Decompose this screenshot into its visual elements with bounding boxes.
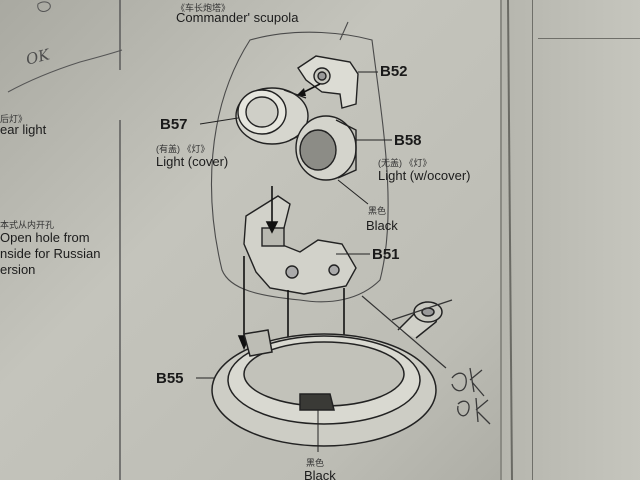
leader-b57	[199, 117, 239, 125]
pencil-mark	[339, 21, 349, 41]
part-b58	[295, 115, 357, 181]
hole-note-cn: 本式从内开孔	[0, 220, 55, 230]
page-fold	[507, 0, 513, 480]
handwritten-scribble	[451, 367, 491, 425]
light-wo-cover-label: Light (w/ocover)	[378, 168, 471, 183]
page-rule	[538, 38, 640, 39]
light-cover-label: Light (cover)	[156, 154, 229, 169]
hole-note-line-2: nside for Russian	[0, 246, 101, 261]
leader-black	[337, 179, 369, 205]
adjacent-page	[500, 0, 640, 480]
part-b55	[211, 301, 443, 447]
part-b52	[297, 55, 359, 109]
part-label-b55: B55	[156, 370, 184, 387]
part-label-b57: B57	[160, 116, 188, 133]
hole-note-line-1: Open hole from	[0, 230, 90, 245]
arrowhead	[296, 88, 306, 96]
part-label-b52: B52	[380, 63, 408, 80]
part-b57	[235, 87, 309, 145]
part-label-b58: B58	[394, 132, 422, 149]
rear-light-cn: 后灯》	[0, 114, 28, 124]
black-label-2: Black	[304, 468, 336, 480]
hole-note-line-3: ersion	[0, 262, 36, 277]
rear-light-en: ear light	[0, 122, 47, 137]
title-cn: 《车长炮塔》	[176, 3, 231, 13]
title-en: Commander' scupola	[176, 10, 299, 25]
black-cn-1: 黑色	[368, 206, 387, 216]
pencil-ok-circle	[37, 1, 51, 12]
pencil-strike	[361, 295, 447, 369]
part-label-b51: B51	[372, 246, 400, 263]
pencil-outline	[210, 31, 389, 303]
light-cover-cn: (有盖) 《灯》	[156, 144, 210, 154]
part-b51	[243, 195, 357, 295]
pencil-ok-line	[7, 49, 123, 93]
black-cn-2: 黑色	[306, 458, 325, 468]
page-rule	[532, 0, 533, 480]
light-wo-cover-cn: (无盖) 《灯》	[378, 158, 432, 168]
black-label-1: Black	[366, 218, 398, 233]
pencil-strike	[391, 299, 453, 321]
